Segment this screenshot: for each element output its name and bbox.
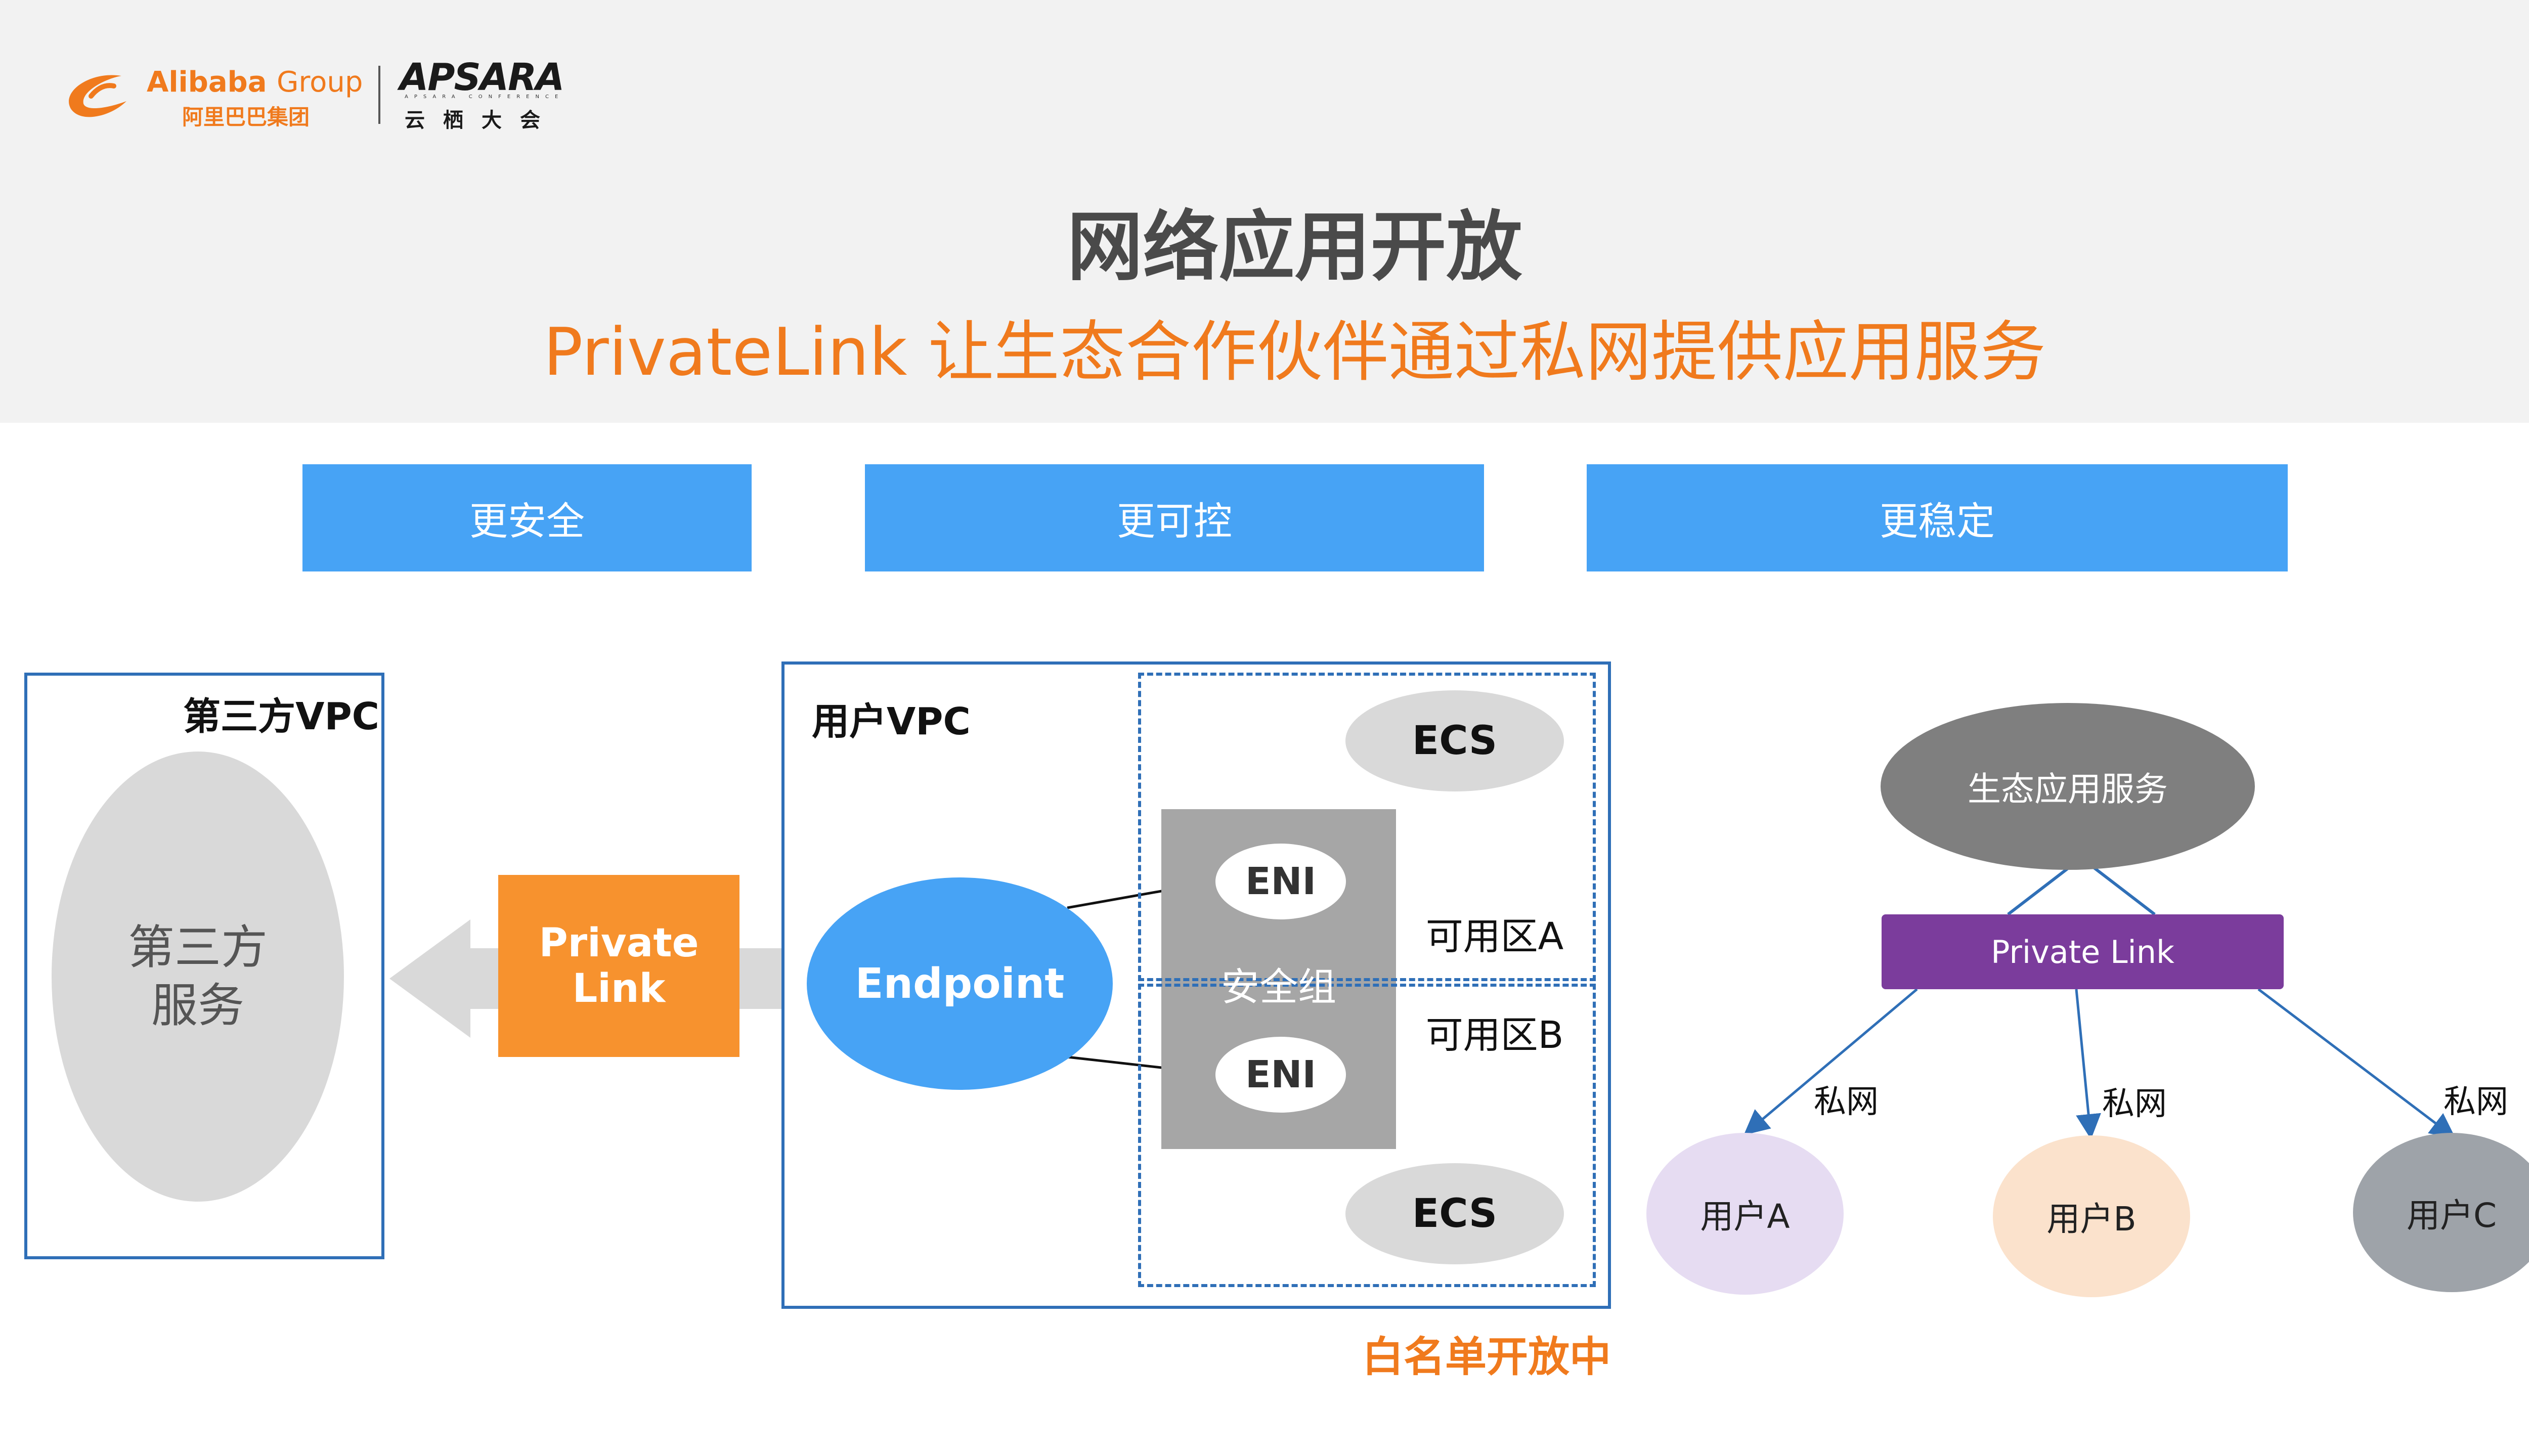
- private-net-label-c: 私网: [2444, 1083, 2508, 1121]
- third-party-service-node: 第三方 服务: [52, 752, 344, 1202]
- user-b-node: 用户B: [1993, 1135, 2190, 1297]
- page-title: 网络应用开放: [1067, 203, 1522, 291]
- eco-to-pl-line-2: [2090, 864, 2156, 916]
- zone-a-label: 可用区A: [1425, 914, 1564, 958]
- apsara-logo: APSARA APSARA CONFERENCE 云栖大会: [400, 56, 582, 132]
- zone-b-box: [1138, 984, 1596, 1287]
- alibaba-logo-icon: [69, 75, 126, 117]
- third-party-service-label: 第三方 服务: [127, 920, 268, 1033]
- security-group-label: 安全组: [1221, 964, 1336, 1009]
- feature-more-stable: 更稳定: [1587, 464, 2288, 571]
- whitelist-note: 白名单开放中: [1362, 1333, 1611, 1381]
- user-a-node: 用户A: [1646, 1133, 1844, 1295]
- feature-more-controllable: 更可控: [865, 464, 1484, 571]
- alibaba-brand-text: Alibaba Group: [147, 66, 363, 99]
- third-party-vpc-label: 第三方VPC: [183, 694, 379, 738]
- header-band: [0, 0, 2529, 423]
- eco-service-node: 生态应用服务: [1881, 703, 2255, 870]
- user-c-node: 用户C: [2353, 1133, 2529, 1292]
- eni-node-b: ENI: [1215, 1037, 1346, 1113]
- apsara-conference-text: APSARA CONFERENCE: [405, 94, 564, 100]
- private-net-label-b: 私网: [2102, 1085, 2167, 1123]
- page-subtitle: PrivateLink 让生态合作伙伴通过私网提供应用服务: [543, 314, 2046, 390]
- zone-a-box: [1138, 673, 1596, 981]
- eni-node-a: ENI: [1215, 844, 1346, 919]
- ecs-node-a: ECS: [1345, 690, 1564, 791]
- zone-b-label: 可用区B: [1425, 1013, 1564, 1057]
- ecs-node-b: ECS: [1345, 1163, 1564, 1264]
- apsara-cn-text: 云栖大会: [405, 109, 558, 132]
- user-vpc-box: [781, 661, 1611, 1309]
- endpoint-node: Endpoint: [807, 877, 1113, 1090]
- private-link-bar: Private Link: [1882, 914, 2284, 989]
- private-link-box: Private Link: [498, 875, 739, 1057]
- feature-more-secure: 更安全: [302, 464, 752, 571]
- eco-to-pl-line-1: [2007, 864, 2072, 916]
- alibaba-group-logo: Alibaba Group 阿里巴巴集团: [61, 56, 364, 131]
- user-vpc-label: 用户VPC: [812, 699, 971, 743]
- third-party-vpc-box: [24, 673, 384, 1259]
- apsara-logo-icon: APSARA: [400, 56, 564, 99]
- logo-divider: [378, 66, 380, 124]
- private-net-label-a: 私网: [1814, 1083, 1879, 1121]
- alibaba-cn-text: 阿里巴巴集团: [182, 105, 310, 129]
